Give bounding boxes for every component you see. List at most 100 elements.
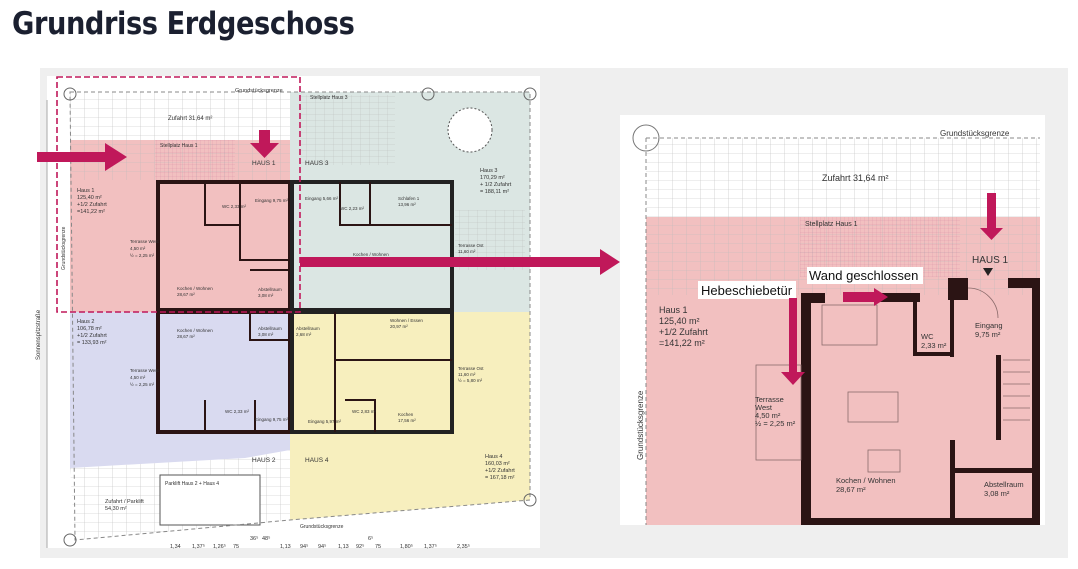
haus1-rooms: Eingang 9,75 m² WC 2,33 m² Terrasse West…	[130, 198, 289, 298]
svg-text:WC 2,23 m²: WC 2,23 m²	[340, 206, 365, 211]
dimension-label: 1,13	[338, 544, 349, 550]
svg-text:17,56 m²: 17,56 m²	[398, 418, 416, 423]
svg-text:170,29 m²: 170,29 m²	[480, 175, 505, 181]
svg-text:Abstellraum: Abstellraum	[258, 326, 282, 331]
street-label: Sonnenspitzstraße	[36, 309, 42, 360]
selection-box	[56, 76, 301, 313]
svg-text:28,67 m²: 28,67 m²	[836, 485, 866, 494]
detail-parking-label: Stellplatz Haus 1	[805, 221, 858, 228]
svg-text:Grundstücksgrenze: Grundstücksgrenze	[300, 524, 344, 530]
svg-text:Kochen / Wohnen: Kochen / Wohnen	[177, 286, 213, 291]
dimension-label: 1,80⁵	[400, 543, 413, 550]
svg-text:+1/2 Zufahrt: +1/2 Zufahrt	[77, 202, 107, 208]
arrow-right-icon	[843, 288, 888, 306]
svg-text:125,40 m²: 125,40 m²	[77, 195, 102, 201]
dimension-label: 48⁵	[262, 535, 270, 542]
svg-text:Haus 3: Haus 3	[480, 168, 497, 174]
svg-text:Zufahrt / Parklift: Zufahrt / Parklift	[105, 499, 144, 505]
room-eingang: Eingang	[975, 321, 1003, 330]
svg-text:½ = 2,25 m²: ½ = 2,25 m²	[755, 419, 796, 428]
svg-text:+1/2 Zufahrt: +1/2 Zufahrt	[659, 327, 708, 337]
detail-driveway-label: Zufahrt 31,64 m²	[822, 173, 889, 183]
svg-text:160,03 m²: 160,03 m²	[485, 461, 510, 467]
svg-text:3,08 m²: 3,08 m²	[258, 293, 274, 298]
boundary-label: Grundstücksgrenze	[235, 88, 283, 94]
room-abstellraum: Abstellraum	[984, 480, 1024, 489]
parking-lift-label: Parklift Haus 2 + Haus 4	[165, 481, 219, 487]
detail-plan: Grundstücksgrenze Grundstücksgrenze Zufa…	[620, 115, 1045, 525]
svg-text:= 188,11 m²: = 188,11 m²	[480, 189, 509, 195]
svg-text:West: West	[755, 403, 773, 412]
svg-text:Kochen / Wohnen: Kochen / Wohnen	[177, 328, 213, 333]
svg-text:WC 2,83 m²: WC 2,83 m²	[352, 409, 377, 414]
svg-text:54,30 m²: 54,30 m²	[105, 506, 127, 512]
parking-lift	[159, 474, 261, 526]
dimension-label: 1,37⁵	[424, 543, 437, 550]
haus2-area	[70, 312, 290, 468]
svg-text:= 133,93 m²: = 133,93 m²	[77, 340, 107, 346]
boundary-label-left: Grundstücksgrenze	[61, 226, 67, 270]
svg-text:=141,22 m²: =141,22 m²	[77, 209, 105, 215]
dimension-label: 1,37⁵	[192, 543, 205, 550]
svg-text:+ 1/2 Zufahrt: + 1/2 Zufahrt	[480, 182, 512, 188]
svg-text:½ = 2,25 m²: ½ = 2,25 m²	[130, 252, 155, 258]
haus4-area	[290, 312, 530, 520]
svg-text:Terrasse West: Terrasse West	[130, 239, 159, 244]
haus3-rooms: Eingang 5,66 m² WC 2,23 m² Schlafen 113,…	[305, 196, 484, 257]
svg-text:Eingang 9,75 m²: Eingang 9,75 m²	[255, 417, 289, 422]
arrow-right-icon	[37, 143, 127, 171]
svg-text:Haus 1: Haus 1	[659, 305, 688, 315]
svg-text:106,78 m²: 106,78 m²	[77, 326, 102, 332]
arrow-down-icon	[980, 193, 1003, 240]
haus1-entry-label: HAUS 1	[252, 160, 276, 167]
room-wc: WC	[921, 332, 934, 341]
entry-marker-icon	[983, 268, 993, 276]
svg-text:WC 2,33 m²: WC 2,33 m²	[225, 409, 250, 414]
detail-summary: Haus 1 125,40 m² +1/2 Zufahrt =141,22 m²	[659, 305, 708, 348]
svg-text:11,60 m²: 11,60 m²	[458, 372, 476, 377]
haus2-entry-label: HAUS 2	[252, 457, 276, 464]
haus3-entry-label: HAUS 3	[305, 160, 329, 167]
detail-boundary-left-label: Grundstücksgrenze	[636, 390, 645, 460]
page-title: Grundriss Erdgeschoss	[12, 6, 355, 42]
svg-text:Eingang 9,75 m²: Eingang 9,75 m²	[255, 198, 289, 203]
dimension-label: 75	[375, 544, 381, 550]
driveway-area	[70, 92, 290, 140]
svg-text:Haus 1: Haus 1	[77, 188, 94, 194]
svg-text:125,40 m²: 125,40 m²	[659, 316, 700, 326]
svg-text:Haus 2: Haus 2	[77, 319, 94, 325]
haus4-entry-label: HAUS 4	[305, 457, 329, 464]
svg-text:4,50 m²: 4,50 m²	[130, 246, 146, 251]
svg-text:3,08 m²: 3,08 m²	[258, 332, 274, 337]
svg-text:Schlafen 1: Schlafen 1	[398, 196, 420, 201]
svg-text:=141,22 m²: =141,22 m²	[659, 338, 705, 348]
svg-text:11,60 m²: 11,60 m²	[458, 249, 476, 254]
svg-text:28,67 m²: 28,67 m²	[177, 334, 195, 339]
svg-text:4,50 m²: 4,50 m²	[755, 411, 781, 420]
dimension-label: 6⁵	[368, 535, 373, 542]
svg-text:Abstellraum: Abstellraum	[296, 326, 320, 331]
svg-text:Eingang 5,66 m²: Eingang 5,66 m²	[305, 196, 339, 201]
svg-text:Wohnen / Essen: Wohnen / Essen	[390, 318, 423, 323]
parking1-label: Stellplatz Haus 1	[160, 143, 198, 149]
arrow-down-icon	[250, 130, 279, 158]
svg-text:WC 2,33 m²: WC 2,33 m²	[222, 204, 247, 209]
svg-text:Terrasse West: Terrasse West	[130, 368, 159, 373]
svg-text:½ = 2,25 m²: ½ = 2,25 m²	[130, 381, 155, 387]
svg-text:= 167,18 m²: = 167,18 m²	[485, 475, 515, 481]
detail-entry-label: HAUS 1	[972, 255, 1009, 266]
arrow-down-icon	[781, 298, 805, 385]
arrow-to-detail-icon	[300, 249, 620, 275]
tree-icon	[447, 107, 493, 153]
svg-text:2,33 m²: 2,33 m²	[921, 341, 947, 350]
svg-text:3,08 m²: 3,08 m²	[984, 489, 1010, 498]
driveway-label: Zufahrt 31,64 m²	[168, 116, 212, 122]
room-terrasse: Terrasse	[755, 395, 784, 404]
dimension-label: 36⁵	[250, 535, 258, 542]
